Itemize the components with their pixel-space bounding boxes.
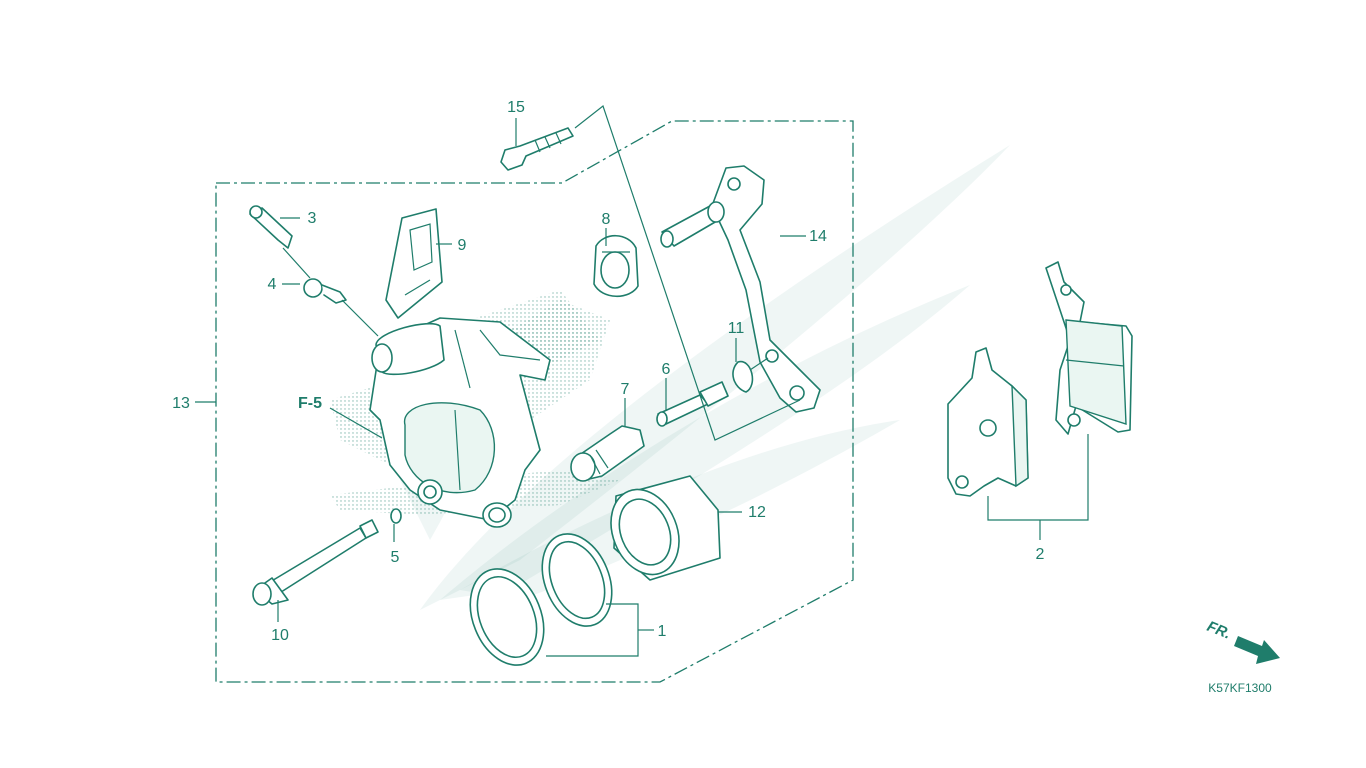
callout-1: 1	[658, 623, 667, 640]
callout-2: 2	[1036, 546, 1045, 563]
part-2-pads	[947, 261, 1133, 497]
part-12-piston	[610, 475, 721, 581]
reference-f5: F-5	[298, 395, 322, 412]
callout-11: 11	[728, 320, 745, 337]
callout-5: 5	[391, 549, 400, 566]
callout-7: 7	[621, 381, 630, 398]
callout-13: 13	[172, 395, 190, 412]
part-6-pin	[656, 381, 729, 427]
part-1-seals	[469, 533, 613, 666]
caliper-body	[369, 317, 551, 528]
arrow-icon	[1234, 636, 1280, 664]
part-11-boot	[732, 361, 754, 393]
part-9-pad-spring	[385, 208, 443, 319]
part-7-bolt	[570, 425, 645, 482]
part-4-cap	[303, 278, 347, 304]
front-direction-indicator: FR.	[1205, 618, 1280, 664]
part-14-bracket	[660, 165, 821, 413]
leader-lines	[195, 105, 1089, 657]
callout-6: 6	[662, 361, 671, 378]
diagram-code: K57KF1300	[1208, 681, 1272, 695]
fr-label: FR.	[1205, 618, 1234, 643]
callout-14: 14	[809, 228, 827, 245]
callout-4: 4	[268, 276, 277, 293]
part-8-boot	[593, 234, 639, 298]
callout-3: 3	[308, 210, 317, 227]
callout-15: 15	[507, 99, 525, 116]
part-10-pin-bolt	[252, 519, 379, 606]
callout-labels: 15 3 4 9 8 14 11 6 7 12 5 10 13 1 2 F-5	[172, 99, 1044, 644]
assembly-frame-13	[215, 120, 854, 683]
part-5-washer	[390, 508, 402, 524]
callout-9: 9	[458, 237, 467, 254]
callout-8: 8	[602, 211, 611, 228]
callout-10: 10	[271, 627, 289, 644]
part-15-bolt	[500, 127, 574, 171]
part-3-bleed-screw	[249, 205, 293, 249]
callout-12: 12	[748, 504, 766, 521]
